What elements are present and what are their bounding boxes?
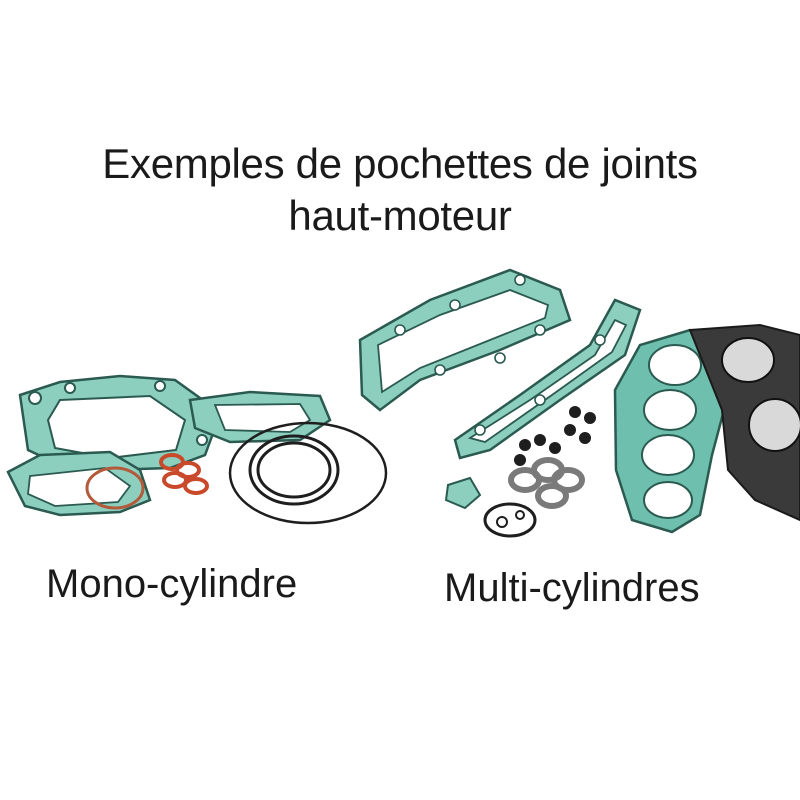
title-line-1: Exemples de pochettes de joints bbox=[102, 140, 698, 187]
multi-cylinder-gasket-set bbox=[358, 268, 800, 538]
title-line-2: haut-moteur bbox=[288, 192, 512, 239]
o-ring-small bbox=[256, 441, 332, 499]
red-seals bbox=[159, 453, 209, 495]
o-ring-medium bbox=[248, 434, 340, 506]
small-o-ring bbox=[483, 502, 537, 538]
small-gasket bbox=[444, 476, 482, 510]
multi-cylinder-label: Multi-cylindres bbox=[444, 566, 700, 610]
mono-cylinder-label: Mono-cylindre bbox=[46, 562, 298, 606]
head-gasket bbox=[613, 328, 730, 534]
valve-stem-seals bbox=[514, 406, 596, 466]
page-title: Exemples de pochettes de joints haut-mot… bbox=[0, 138, 800, 242]
mono-cylinder-gasket-set bbox=[6, 374, 388, 525]
o-ring-large bbox=[228, 421, 388, 525]
copper-ring bbox=[85, 466, 145, 510]
metal-head-gasket bbox=[688, 323, 800, 522]
metal-rings bbox=[508, 457, 585, 509]
